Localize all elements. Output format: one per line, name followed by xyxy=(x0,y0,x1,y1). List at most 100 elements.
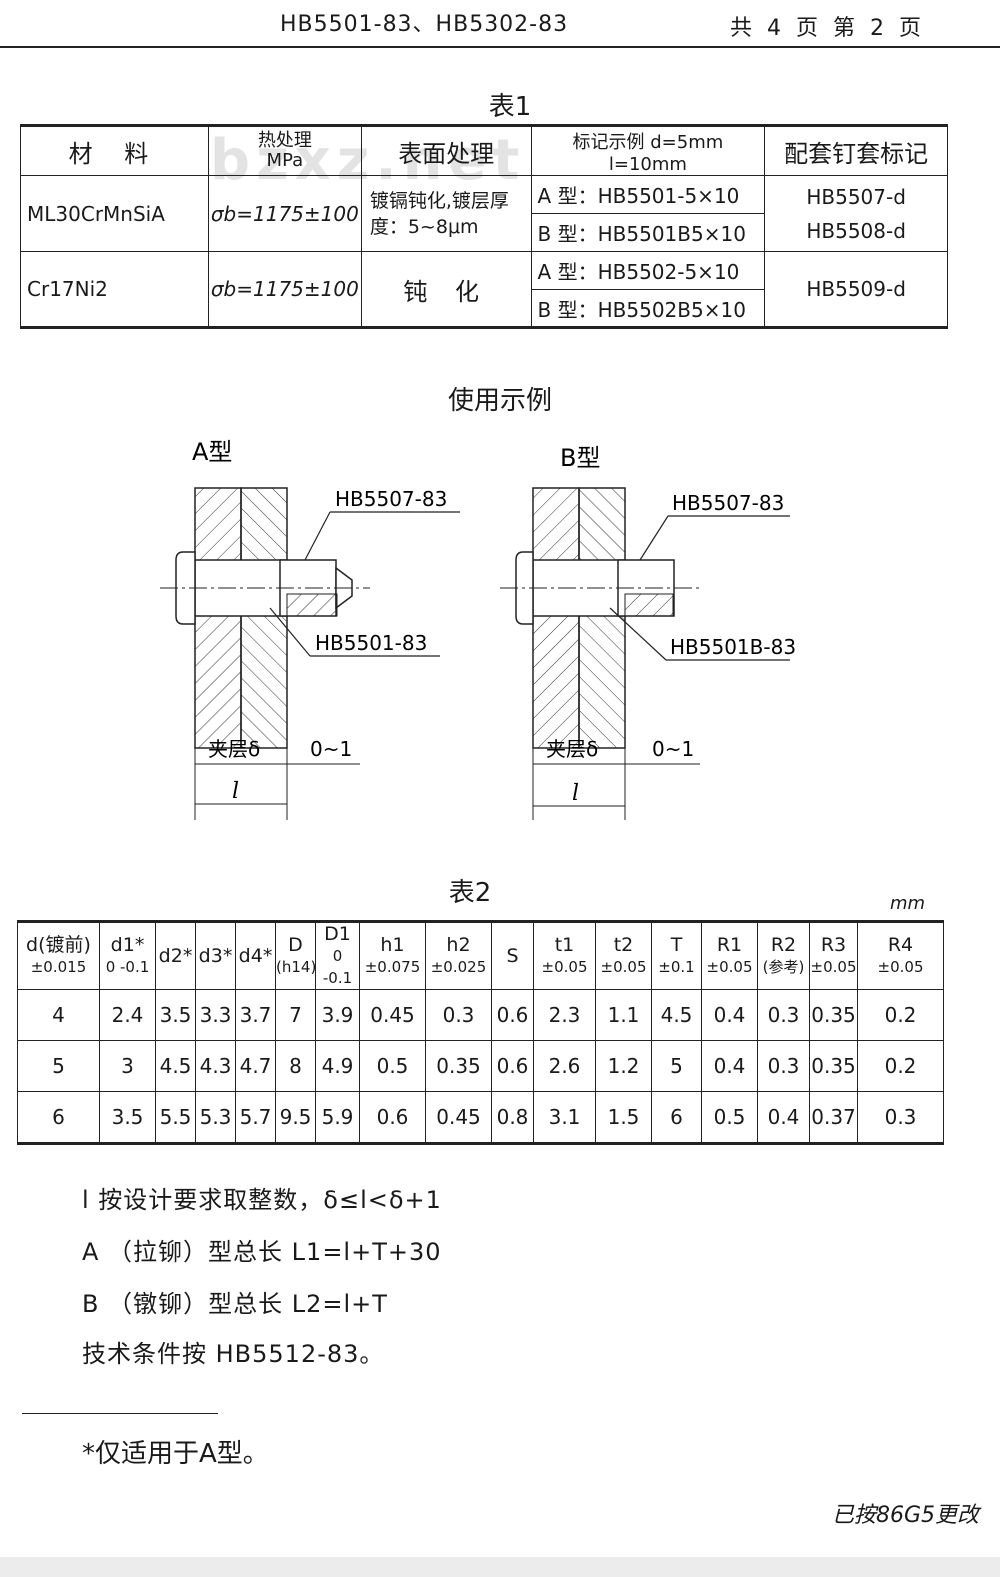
header-rule xyxy=(0,46,1000,48)
a-clamp-label: 夹层δ xyxy=(208,737,260,761)
t2-header: t2±0.05 xyxy=(595,920,652,990)
table-cell: 6 xyxy=(651,1091,702,1145)
t2-header: d1*0 -0.1 xyxy=(99,920,156,990)
footnote: *仅适用于A型。 xyxy=(82,1439,269,1469)
note-line: A （拉铆）型总长 L1=l+T+30 xyxy=(82,1238,442,1266)
table-cell: 5 xyxy=(17,1040,100,1092)
t2-header: d(镀前)±0.015 xyxy=(17,920,100,990)
table-cell: 0.5 xyxy=(359,1040,426,1092)
table-cell: 2.3 xyxy=(533,989,596,1041)
t1-header-mark-example: 标记示例 d=5mm l=10mm xyxy=(530,124,766,176)
table-cell: 3.3 xyxy=(195,989,236,1041)
t2-header: d4* xyxy=(235,920,276,990)
table-cell: 0.6 xyxy=(491,989,534,1041)
t2-header: R1±0.05 xyxy=(701,920,758,990)
table-cell: 0.3 xyxy=(757,989,810,1041)
t1-mark: B 型：HB5502B5×10 xyxy=(530,289,766,329)
b-type-title: B型 xyxy=(560,444,600,472)
table-cell: 4.5 xyxy=(155,1040,196,1092)
table-cell: 1.5 xyxy=(595,1091,652,1145)
t1-heat: σb=1175±100 xyxy=(207,175,362,252)
t1-surface: 钝 化 xyxy=(360,251,532,328)
a-type-title: A型 xyxy=(192,438,232,466)
t1-mark: A 型：HB5502-5×10 xyxy=(530,251,766,290)
table-cell: 0.4 xyxy=(701,989,758,1041)
table-cell: 5.7 xyxy=(235,1091,276,1145)
table-cell: 0.6 xyxy=(491,1040,534,1092)
table-cell: 0.2 xyxy=(857,1040,944,1092)
t2-header: h1±0.075 xyxy=(359,920,426,990)
table-cell: 0.45 xyxy=(359,989,426,1041)
t2-header: h2±0.025 xyxy=(425,920,492,990)
table2-caption: 表2 xyxy=(448,878,492,908)
table-cell: 2.4 xyxy=(99,989,156,1041)
t1-mark: B 型：HB5501B5×10 xyxy=(530,213,766,252)
a-length-label: l xyxy=(232,779,239,804)
table-cell: 4.7 xyxy=(235,1040,276,1092)
table-cell: 4.3 xyxy=(195,1040,236,1092)
table-cell: 0.5 xyxy=(701,1091,758,1145)
table-cell: 0.37 xyxy=(809,1091,858,1145)
table-cell: 0.3 xyxy=(857,1091,944,1145)
t1-header-heat: 热处理 MPa xyxy=(207,124,362,176)
table-cell: 0.2 xyxy=(857,989,944,1041)
table-cell: 2.6 xyxy=(533,1040,596,1092)
t1-surface: 镀镉钝化,镀层厚度：5~8μm xyxy=(360,175,532,252)
t2-header: D(h14) xyxy=(275,920,316,990)
table-cell: 0.35 xyxy=(425,1040,492,1092)
note-line: B （镦铆）型总长 L2=l+T xyxy=(82,1290,388,1318)
table-cell: 5.5 xyxy=(155,1091,196,1145)
t1-kit: HB5508-d xyxy=(806,218,906,243)
t1-material: Cr17Ni2 xyxy=(20,251,209,328)
table2: d(镀前)±0.015 d1*0 -0.1 d2* d3* d4* D(h14)… xyxy=(17,920,944,1145)
b-label-bottom: HB5501B-83 xyxy=(670,635,796,659)
a-label-top: HB5507-83 xyxy=(335,487,447,511)
t1-kit: HB5507-d xyxy=(806,184,906,209)
t2-header: R4±0.05 xyxy=(857,920,944,990)
table-cell: 8 xyxy=(275,1040,316,1092)
table-cell: 0.3 xyxy=(757,1040,810,1092)
table-cell: 4.9 xyxy=(315,1040,360,1092)
b-length-label: l xyxy=(572,781,579,806)
usage-title: 使用示例 xyxy=(447,386,552,416)
note-line: 技术条件按 HB5512-83。 xyxy=(82,1340,385,1368)
table-cell: 3.9 xyxy=(315,989,360,1041)
t2-header: d2* xyxy=(155,920,196,990)
b-label-top: HB5507-83 xyxy=(672,491,784,515)
t2-header: R3±0.05 xyxy=(809,920,858,990)
t2-header: d3* xyxy=(195,920,236,990)
t1-kit-cell: HB5507-d HB5508-d xyxy=(764,175,948,252)
table-cell: 5.9 xyxy=(315,1091,360,1145)
table1-caption: 表1 xyxy=(488,92,532,122)
table-cell: 5 xyxy=(651,1040,702,1092)
table-cell: 5.3 xyxy=(195,1091,236,1145)
t1-heat: σb=1175±100 xyxy=(207,251,362,328)
table-cell: 3.1 xyxy=(533,1091,596,1145)
t1-header-material: 材 料 xyxy=(20,124,209,176)
table-cell: 0.45 xyxy=(425,1091,492,1145)
table-cell: 3.7 xyxy=(235,989,276,1041)
table-cell: 7 xyxy=(275,989,316,1041)
footnote-rule xyxy=(22,1413,218,1414)
table-cell: 3.5 xyxy=(99,1091,156,1145)
table-cell: 4.5 xyxy=(651,989,702,1041)
t1-material: ML30CrMnSiA xyxy=(20,175,209,252)
t2-header: T±0.1 xyxy=(651,920,702,990)
t1-header-kit: 配套钉套标记 xyxy=(764,124,948,176)
a-type-drawing: A型 HB5507-83 HB5501-83 夹层δ 0~1 l xyxy=(160,438,460,820)
table-cell: 1.1 xyxy=(595,989,652,1041)
t1-header-surface: 表面处理 xyxy=(360,124,532,176)
table-cell: 9.5 xyxy=(275,1091,316,1145)
t1-kit: HB5509-d xyxy=(764,251,948,328)
table-cell: 0.8 xyxy=(491,1091,534,1145)
table-cell: 0.35 xyxy=(809,1040,858,1092)
t2-header: R2(参考) xyxy=(757,920,810,990)
table-cell: 6 xyxy=(17,1091,100,1145)
revision-note: 已按86G5更改 xyxy=(832,1503,980,1528)
table-cell: 1.2 xyxy=(595,1040,652,1092)
